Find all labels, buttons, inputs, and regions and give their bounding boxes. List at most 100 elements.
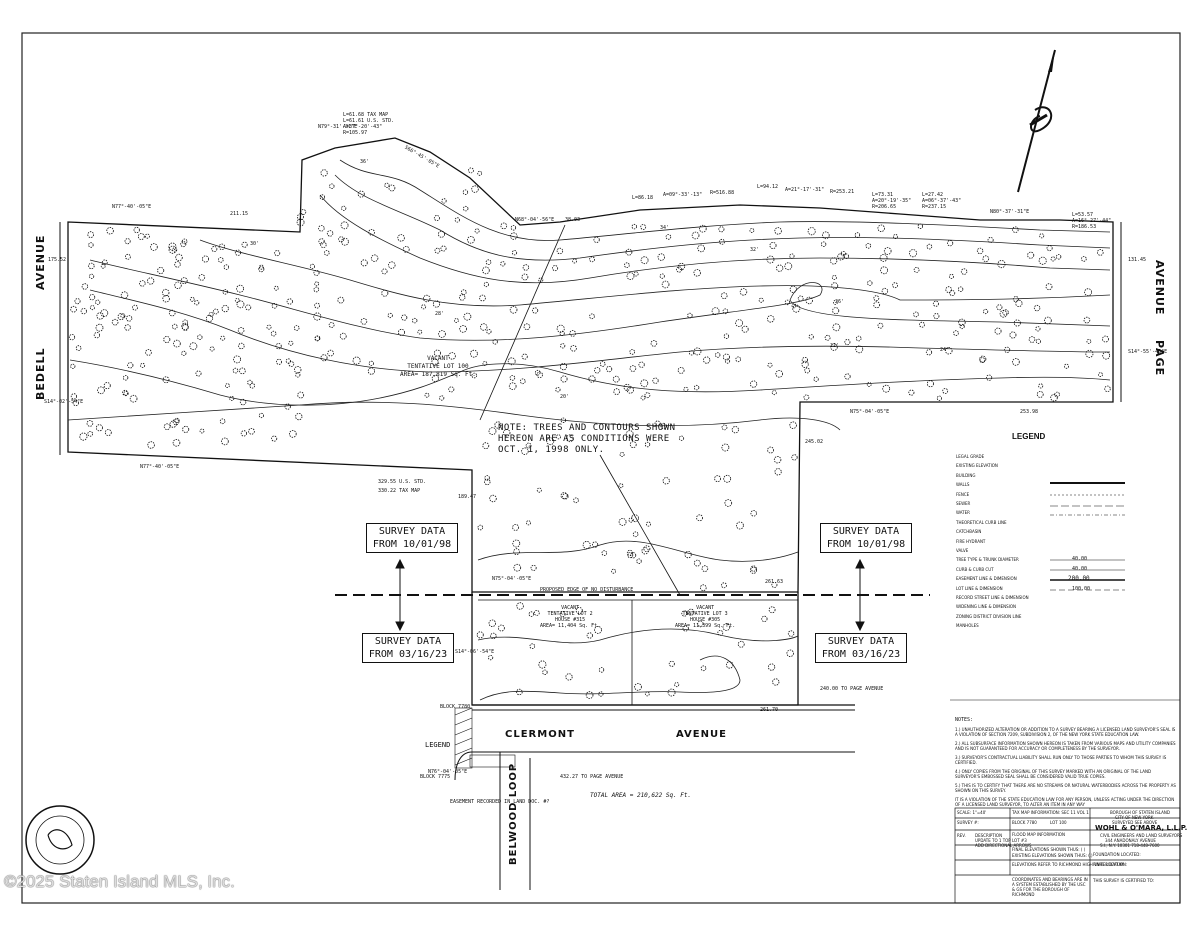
survey-data-box-upper-right: SURVEY DATA FROM 10/01/98 xyxy=(820,523,912,553)
tree-icon xyxy=(741,325,749,333)
tree-icon xyxy=(270,330,277,337)
tree-icon xyxy=(500,261,506,267)
tree-icon xyxy=(173,339,181,348)
tree-icon xyxy=(559,362,568,371)
curve-f-line3: R=206.65 xyxy=(872,204,897,210)
tree-icon xyxy=(439,395,445,401)
tree-icon xyxy=(776,264,784,272)
tree-icon xyxy=(101,259,108,266)
tb-final-loc: FINAL LOCATION: xyxy=(1093,862,1128,867)
tree-icon xyxy=(1033,304,1041,312)
tree-icon xyxy=(926,243,933,250)
curve-h-line2: A=16°-27'-44" xyxy=(1072,218,1112,224)
tree-icon xyxy=(313,286,320,293)
tree-icon xyxy=(1050,256,1056,262)
tree-icon xyxy=(556,247,564,255)
tree-icon xyxy=(588,375,596,383)
tree-icon xyxy=(181,322,189,331)
tree-icon xyxy=(271,435,278,442)
tree-icon xyxy=(147,277,155,285)
tree-icon xyxy=(328,322,335,328)
tree-icon xyxy=(454,217,460,223)
tree-icon xyxy=(220,335,226,341)
tree-icon xyxy=(789,285,797,293)
curve-e: R=253.21 xyxy=(830,189,855,195)
tree-icon xyxy=(542,669,548,675)
tree-icon xyxy=(208,311,214,317)
tree-icon xyxy=(68,334,76,341)
tree-icon xyxy=(644,691,650,697)
road-name-avenue-left: AVENUE xyxy=(34,234,47,290)
curve-h: L=53.57 A=16°-27'-44" R=186.53 xyxy=(1072,212,1111,230)
curve-f: L=73.31 A=20°-19'-35" R=206.65 xyxy=(872,192,911,210)
tree-icon xyxy=(482,361,488,366)
tree-icon xyxy=(175,253,183,262)
tree-icon xyxy=(157,266,165,274)
tree-icon xyxy=(660,422,667,430)
legend-row: EASEMENT LINE & DIMENSION xyxy=(956,576,1017,582)
tree-icon xyxy=(534,369,541,376)
tree-icon xyxy=(629,365,637,372)
legend-row: RECORD STREET LINE & DIMENSION xyxy=(956,595,1029,600)
tree-icon xyxy=(182,324,189,331)
tree-icon xyxy=(697,620,704,627)
tree-icon xyxy=(275,358,282,365)
tree-icon xyxy=(74,298,81,305)
dimension-253: 253.98 xyxy=(1020,409,1039,415)
tb-exist-elev: EXISTING ELEVATIONS SHOWN THUS: (.) xyxy=(1012,853,1093,858)
tree-icon xyxy=(801,360,809,368)
tree-icon xyxy=(691,231,700,240)
tree-icon xyxy=(125,253,131,260)
legend-row: MANHOLES xyxy=(956,623,979,629)
tree-icon xyxy=(589,256,595,263)
tree-icon xyxy=(589,313,595,320)
tree-icon xyxy=(996,304,1003,311)
tb-firm: WOHL & O'MARA, L.L.P. xyxy=(1095,824,1188,832)
dimension-261a: 261.63 xyxy=(765,579,784,585)
tree-icon xyxy=(247,379,253,386)
legend-row: CATCHBASIN xyxy=(956,529,982,535)
tree-icon xyxy=(721,582,727,589)
tree-icon xyxy=(75,345,82,351)
tree-icon xyxy=(180,241,187,248)
legend-row: VALVE xyxy=(956,548,969,553)
curve-b: R=516.88 xyxy=(710,190,735,196)
tree-icon xyxy=(1036,390,1044,398)
tree-icon xyxy=(288,361,295,367)
tree-icon xyxy=(772,678,780,686)
lot-3-area: AREA= 11,399 Sq. Ft. xyxy=(675,623,736,629)
tree-icon xyxy=(582,541,591,550)
tree-icon xyxy=(661,280,670,289)
tree-icon xyxy=(337,296,345,304)
tree-icon xyxy=(519,378,526,385)
tree-icon xyxy=(739,288,748,296)
survey-box-label: SURVEY DATA xyxy=(378,526,446,537)
tree-icon xyxy=(357,190,365,198)
tree-icon xyxy=(536,487,542,493)
tree-icon xyxy=(994,327,1002,335)
tree-icon xyxy=(1038,383,1044,389)
tree-icon xyxy=(460,289,467,296)
tree-icon xyxy=(731,426,739,434)
tree-icon xyxy=(181,350,187,356)
tree-icon xyxy=(821,231,830,240)
tb-city-zip: S.I., N.Y. 10301 718-448-7600 xyxy=(1100,843,1160,848)
tree-icon xyxy=(959,323,965,330)
tree-icon xyxy=(722,623,731,631)
tree-icon xyxy=(586,632,593,639)
tree-icon xyxy=(677,262,686,271)
tree-icon xyxy=(423,294,431,303)
tree-icon xyxy=(805,296,813,305)
tree-icon xyxy=(832,307,840,315)
tree-icon xyxy=(508,382,517,391)
tree-icon xyxy=(644,392,651,399)
tree-icon xyxy=(643,545,651,553)
tree-icon xyxy=(654,420,661,427)
tree-icon xyxy=(618,483,624,489)
tree-icon xyxy=(559,611,566,618)
tree-icon xyxy=(509,305,518,314)
contour-label-24: 24' xyxy=(940,347,950,353)
tree-icon xyxy=(833,299,838,305)
tree-icon xyxy=(749,380,758,388)
tree-icon xyxy=(483,281,489,288)
